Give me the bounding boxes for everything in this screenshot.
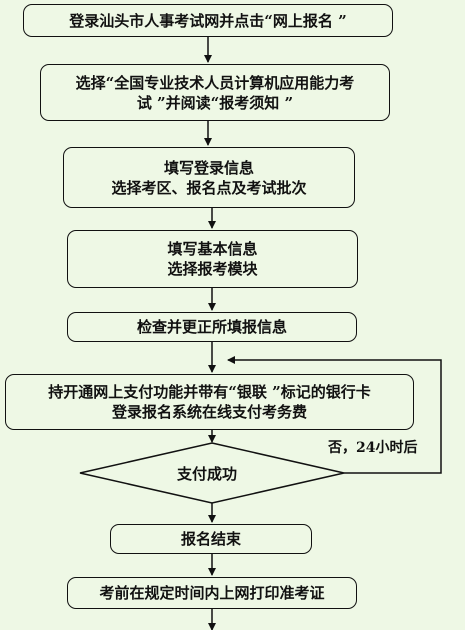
step-login: 登录汕头市人事考试网并点击“网上报名 ”: [23, 4, 393, 37]
step-pay-line1: 持开通网上支付功能并带有“银联 ”标记的银行卡: [48, 383, 371, 401]
step-select-exam-line1: 选择“全国专业技术人员计算机应用能力考: [75, 73, 355, 92]
decision-label: 支付成功: [177, 465, 238, 483]
retry-loop-line: [227, 356, 442, 474]
step-select-exam: 选择“全国专业技术人员计算机应用能力考 试 ”并阅读“报考须知 ”: [40, 64, 390, 121]
step-fill-login-line1: 填写登录信息: [163, 158, 254, 177]
retry-label: 否，24小时后: [328, 440, 418, 456]
step-fill-login-line2: 选择考区、报名点及考试批次: [111, 178, 307, 197]
step-finish-text: 报名结束: [180, 530, 241, 548]
step-select-exam-line2: 试 ”并阅读“报考须知 ”: [136, 93, 294, 112]
step-pay-line2: 登录报名系统在线支付考务费: [111, 403, 307, 421]
step-fill-login: 填写登录信息 选择考区、报名点及考试批次: [63, 147, 355, 208]
decision-diamond: [79, 442, 345, 504]
step-check-info-text: 检查并更正所填报信息: [136, 318, 287, 336]
step-fill-basic-line1: 填写基本信息: [167, 240, 258, 258]
step-print-ticket-text: 考前在规定时间内上网打印准考证: [99, 584, 325, 602]
step-pay: 持开通网上支付功能并带有“银联 ”标记的银行卡 登录报名系统在线支付考务费: [5, 374, 414, 430]
step-login-text: 登录汕头市人事考试网并点击“网上报名 ”: [69, 11, 347, 30]
step-fill-basic: 填写基本信息 选择报考模块: [67, 230, 358, 288]
step-check-info: 检查并更正所填报信息: [67, 312, 357, 342]
step-print-ticket: 考前在规定时间内上网打印准考证: [67, 577, 357, 609]
step-fill-basic-line2: 选择报考模块: [167, 260, 258, 278]
step-finish: 报名结束: [110, 524, 312, 554]
